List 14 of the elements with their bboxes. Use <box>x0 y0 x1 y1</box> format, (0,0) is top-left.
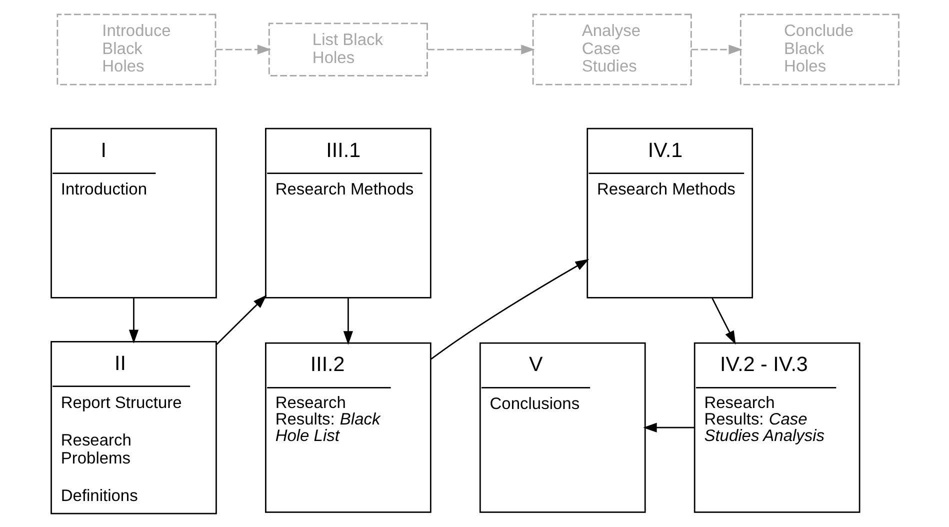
arrow <box>711 297 736 344</box>
arrow <box>427 44 534 54</box>
arrow <box>430 258 589 360</box>
node-box: List Black Holes <box>268 22 428 76</box>
arrow <box>642 422 694 432</box>
node-box: V Conclusions <box>478 342 646 512</box>
node-box: Conclude Black Holes <box>739 13 899 85</box>
node-box: Analyse Case Studies <box>532 13 692 85</box>
arrow <box>128 298 138 343</box>
arrow <box>342 298 352 344</box>
arrow <box>215 44 271 54</box>
arrow <box>690 44 742 54</box>
arrow <box>215 294 266 345</box>
node-box: Introduce Black Holes <box>56 13 216 85</box>
